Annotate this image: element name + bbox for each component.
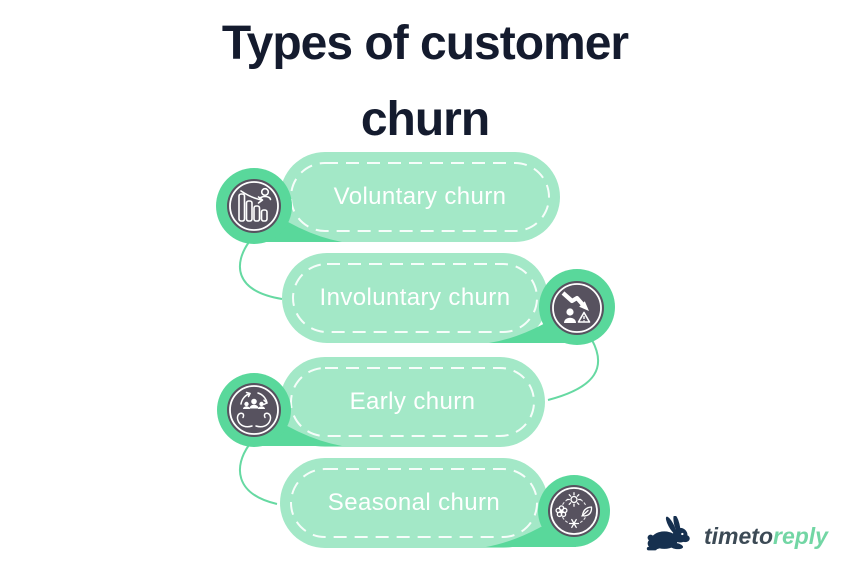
timetoreply-logo: timetoreply [646, 516, 828, 556]
pill-dashed-border [290, 367, 535, 437]
title-line-2: churn [360, 93, 490, 146]
icon-ring [552, 283, 602, 333]
icon-circle [227, 383, 281, 437]
pill-involuntary [282, 253, 548, 343]
pill-dashed-border [290, 162, 550, 232]
title-line-1: Types of customer [221, 17, 629, 70]
icon-ring [229, 385, 279, 435]
connector-2-3 [547, 339, 600, 401]
pill-seasonal [280, 458, 548, 548]
rabbit-icon [646, 516, 690, 551]
logo-text-reply: reply [773, 522, 828, 549]
churn-item-voluntary [216, 152, 560, 244]
connector-3-4 [238, 444, 278, 505]
connector-lines [238, 241, 600, 505]
pill-label-involuntary: Involuntary churn [319, 284, 511, 311]
logo-wordmark: timetoreply [704, 523, 828, 550]
icon-circle [550, 281, 604, 335]
churn-item-involuntary [282, 253, 615, 345]
pill-label-voluntary: Voluntary churn [333, 183, 507, 210]
hands-holding-customer-group-icon [236, 391, 272, 428]
page-title: Types of customer churn [0, 6, 850, 158]
declining-bar-chart-with-person-icon [238, 187, 272, 222]
icon-circle [548, 485, 600, 537]
pill-label-seasonal: Seasonal churn [327, 489, 501, 516]
connector-1-2 [238, 241, 283, 300]
pill-label-early: Early churn [349, 388, 476, 415]
four-seasons-icon [555, 492, 593, 529]
falling-arrow-person-warning-icon [561, 291, 591, 323]
pill-dashed-border [290, 468, 538, 538]
logo-text-timeto: timeto [704, 522, 773, 549]
pill-voluntary [280, 152, 560, 242]
pill-early [280, 357, 545, 447]
icon-ring [229, 181, 279, 231]
icon-ring [550, 487, 598, 535]
pill-dashed-border [292, 263, 538, 333]
churn-item-early [217, 357, 545, 447]
churn-item-seasonal [280, 458, 610, 548]
